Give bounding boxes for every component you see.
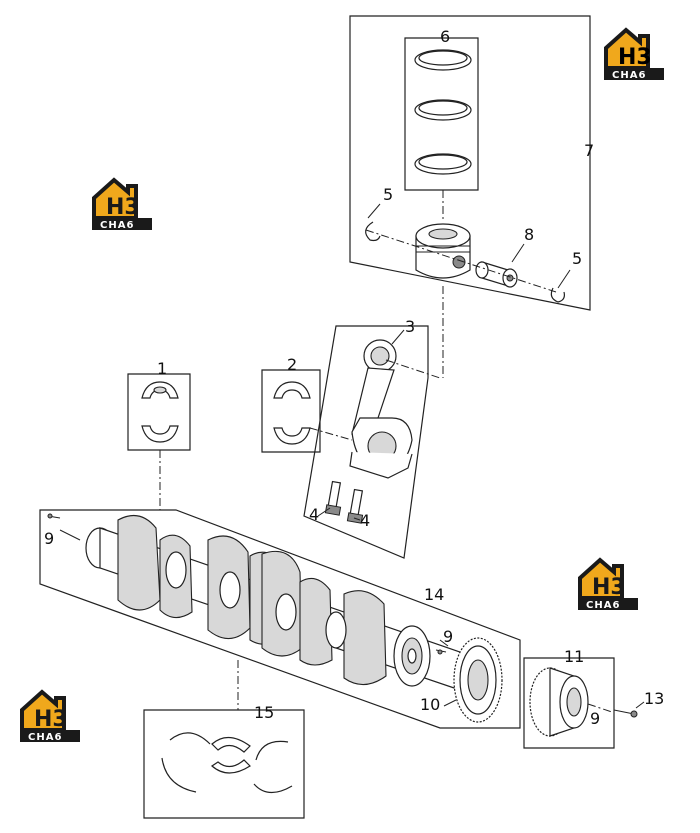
callout-9-left: 9 (44, 529, 54, 548)
connecting-rod-frame (303, 325, 429, 559)
logo-text: CHA6 (586, 600, 620, 611)
piston-rings (414, 49, 472, 175)
logo-text: CHA6 (28, 732, 62, 743)
rod-bearing-frame (261, 369, 321, 453)
gear-bolt-13 (613, 709, 638, 718)
callout-8: 8 (524, 225, 534, 244)
piston-assembly-frame (349, 15, 591, 311)
callout-4-right: 4 (360, 511, 370, 530)
piston-group (349, 15, 591, 378)
crank-gear-10 (443, 637, 503, 723)
thrust-washer-frame (143, 709, 305, 819)
callout-10: 10 (420, 695, 440, 714)
main-bearing-group (127, 373, 191, 510)
callout-13: 13 (644, 689, 664, 708)
logo-letters: H3 (592, 575, 626, 600)
callout-15: 15 (254, 703, 274, 722)
crankshaft-group (39, 509, 521, 729)
snap-ring-left (365, 221, 381, 242)
callout-9-middle: 9 (443, 627, 453, 646)
logo-text: CHA6 (612, 70, 646, 81)
piston (415, 223, 471, 279)
rod-bolt-left (324, 480, 342, 516)
logo-letters: H3 (34, 707, 68, 732)
callout-3: 3 (405, 317, 415, 336)
callout-14: 14 (424, 585, 444, 604)
main-bearing-frame (127, 373, 191, 451)
callout-11: 11 (564, 647, 584, 666)
callout-1: 1 (157, 359, 167, 378)
watermark-logo: H3 CHA6 (18, 690, 82, 744)
connecting-rod-group (303, 325, 441, 559)
connecting-rod (349, 339, 413, 479)
callout-6: 6 (440, 27, 450, 46)
thrust-washer-group (143, 660, 305, 819)
logo-letters: H3 (618, 45, 652, 70)
callout-7: 7 (584, 141, 594, 160)
watermark-logo: H3 CHA6 (602, 28, 666, 82)
watermark-logo: H3 CHA6 (90, 178, 154, 232)
crankshaft-frame (39, 509, 521, 729)
timing-gear-frame (523, 657, 615, 749)
timing-gear-group (523, 657, 645, 749)
logo-text: CHA6 (100, 220, 134, 231)
callout-4-left: 4 (309, 505, 319, 524)
callout-9-right: 9 (590, 709, 600, 728)
snap-ring-right (550, 287, 565, 303)
watermark-logo: H3 CHA6 (576, 558, 640, 612)
crankshaft (47, 513, 461, 691)
piston-rings-frame (404, 37, 479, 191)
callout-2: 2 (287, 355, 297, 374)
rod-bearing-group (261, 369, 353, 453)
logo-letters: H3 (106, 195, 140, 220)
piston-pin (475, 261, 518, 288)
callout-5-right: 5 (572, 249, 582, 268)
callout-5-left: 5 (383, 185, 393, 204)
